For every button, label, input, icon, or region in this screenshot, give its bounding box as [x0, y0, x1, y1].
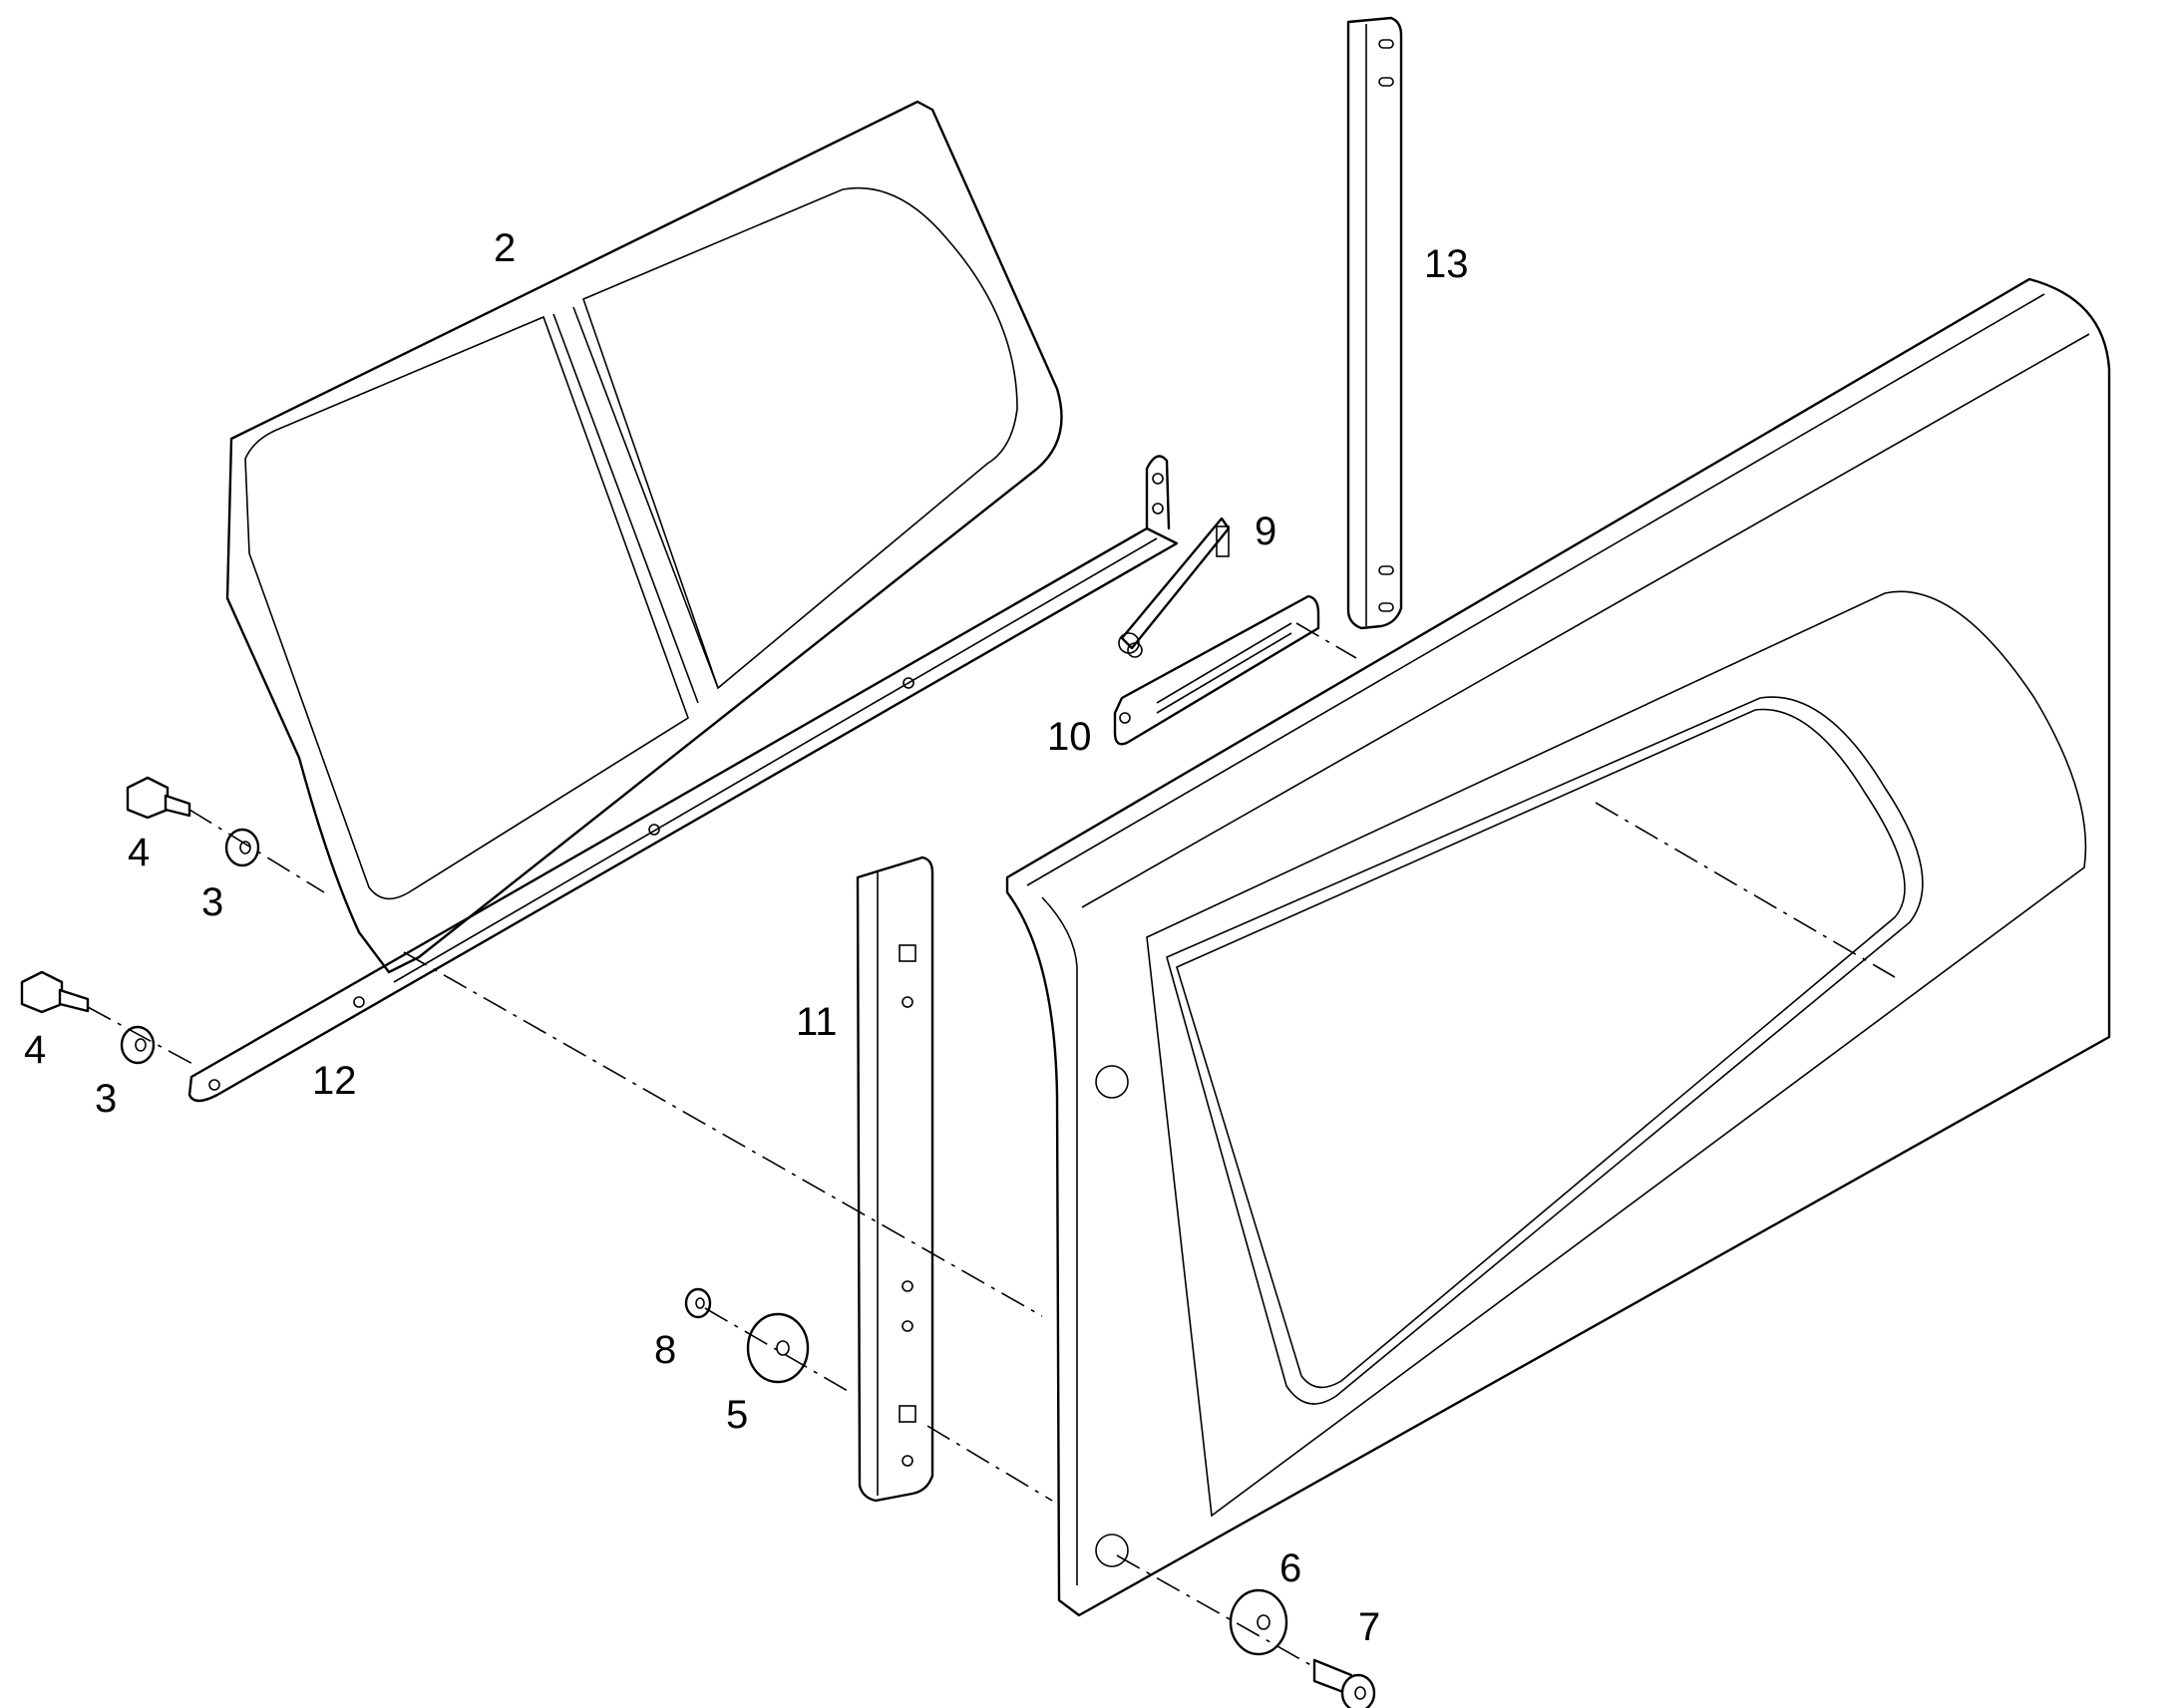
washer-3-lower — [120, 1025, 156, 1065]
washer-6 — [1229, 1588, 1288, 1656]
callout-10: 10 — [1047, 715, 1092, 759]
part-2-window-frame — [225, 100, 1063, 974]
callout-6: 6 — [1279, 1546, 1301, 1590]
callout-3-lower: 3 — [95, 1077, 117, 1121]
screw-7 — [1312, 1658, 1376, 1708]
callout-4-lower: 4 — [24, 1028, 46, 1072]
callout-4-upper: 4 — [128, 831, 150, 874]
callout-7: 7 — [1358, 1605, 1380, 1649]
part-13-bracket — [1346, 16, 1403, 630]
bolt-4-upper — [126, 776, 191, 820]
callout-3-upper: 3 — [201, 880, 223, 924]
part-12-strip — [187, 455, 1179, 1103]
callouts: 2 4 3 4 3 12 9 10 13 11 8 5 6 7 — [24, 226, 1469, 1649]
leader-lines — [87, 622, 1896, 1668]
callout-5: 5 — [726, 1393, 748, 1437]
washer-8 — [684, 1287, 712, 1319]
main-door-panel — [1005, 277, 2111, 1617]
part-11-bracket — [856, 855, 934, 1503]
washer-5 — [746, 1312, 810, 1384]
bolt-4-lower — [20, 970, 90, 1014]
callout-2: 2 — [494, 226, 516, 270]
part-9-rod — [1118, 516, 1231, 658]
callout-12: 12 — [312, 1059, 357, 1103]
callout-11: 11 — [796, 1000, 838, 1044]
part-10-slotted-plate — [1113, 594, 1320, 746]
callout-8: 8 — [654, 1328, 676, 1372]
callout-9: 9 — [1255, 510, 1276, 553]
callout-13: 13 — [1424, 242, 1469, 286]
